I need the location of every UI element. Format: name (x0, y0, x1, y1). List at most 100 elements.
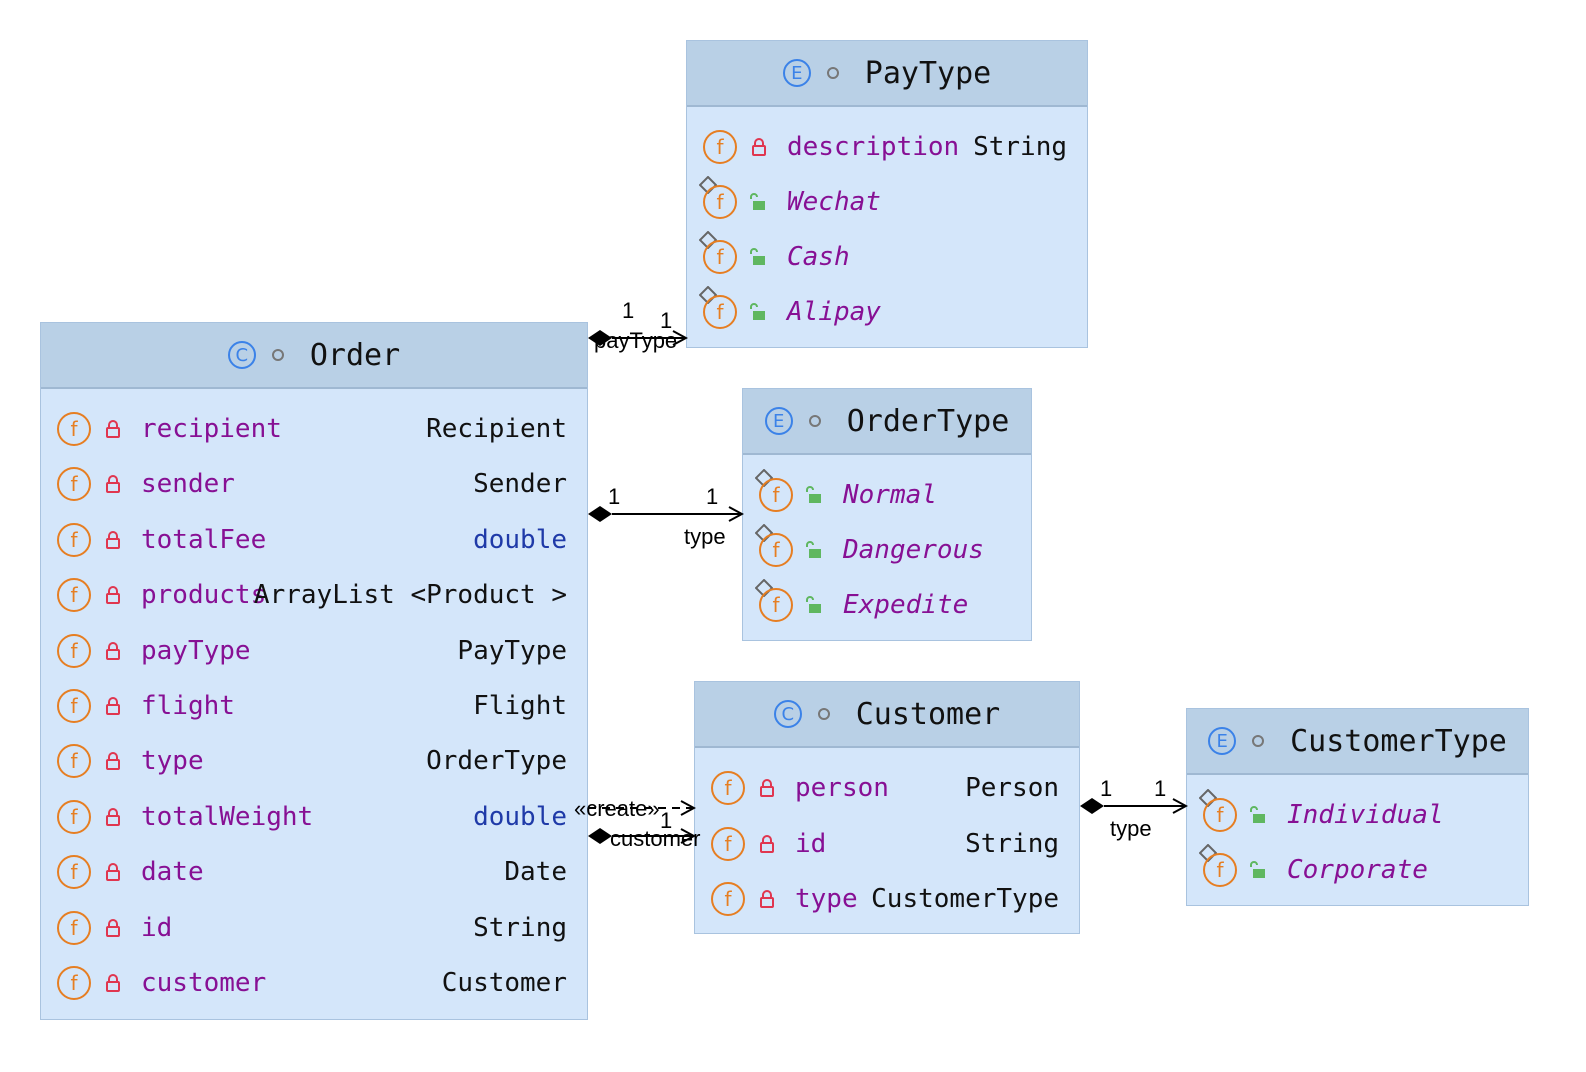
ordertype-header: E OrderType (743, 389, 1031, 455)
field-name: products (141, 580, 267, 611)
field-icon: f (57, 522, 91, 557)
private-lock-icon (106, 752, 120, 771)
field-icon: f (759, 588, 793, 622)
field-type: Recipient (426, 414, 567, 444)
paytype-constant-row[interactable]: f Alipay (687, 286, 1087, 332)
order-field-row[interactable]: f flight Flight (41, 686, 587, 726)
field-icon: f (57, 689, 91, 723)
field-icon: f (711, 882, 745, 916)
ordertype-field-row[interactable]: f Expedite (743, 579, 1031, 625)
private-lock-icon (106, 586, 120, 605)
customertype-target-multiplicity: 1 (1154, 776, 1167, 801)
enum-icon: E (782, 59, 811, 87)
field-icon: f (57, 799, 91, 834)
paytype-title: PayType (864, 55, 992, 91)
private-lock-icon (106, 530, 120, 549)
field-type: Customer (441, 968, 567, 998)
paytype-source-multiplicity: 1 (622, 298, 635, 323)
field-icon: f (703, 240, 737, 274)
ordertype-title: OrderType (846, 403, 1010, 439)
field-icon: f (703, 130, 737, 164)
field-type: Date (504, 857, 567, 888)
customer-field-row[interactable]: f type CustomerType (695, 879, 1079, 919)
field-type: CustomerType (871, 884, 1059, 914)
field-type: double (473, 801, 567, 832)
field-icon: f (711, 771, 745, 805)
paytype-role-label: payType (594, 328, 678, 353)
private-lock-icon (106, 475, 120, 494)
private-lock-icon (760, 890, 774, 908)
field-name: type (795, 884, 858, 914)
field-name: Cash (787, 242, 850, 272)
field-type: String (973, 132, 1067, 162)
field-icon: f (57, 467, 91, 502)
field-name: totalFee (141, 524, 267, 555)
field-name: Wechat (787, 187, 881, 217)
field-type: ArrayList <Product > (253, 580, 567, 611)
field-icon: f (759, 478, 793, 512)
field-icon: f (1203, 798, 1237, 832)
field-name: description (787, 132, 960, 162)
customer-role-label: customer (610, 826, 701, 851)
field-name: id (795, 828, 827, 859)
field-icon: f (57, 633, 91, 668)
customer-customertype-composition[interactable] (1080, 798, 1186, 814)
paytype-field-row[interactable]: f description String (687, 127, 1087, 167)
enum-icon: E (1208, 727, 1237, 755)
private-lock-icon (106, 697, 120, 715)
paytype-enum-box[interactable]: E PayType f description String f Wechat … (686, 40, 1088, 348)
field-name: Expedite (843, 590, 969, 620)
field-type: Flight (473, 691, 567, 721)
private-lock-icon (760, 779, 774, 797)
visibility-dot-icon (817, 708, 830, 720)
private-lock-icon (106, 807, 120, 826)
field-icon: f (57, 744, 91, 779)
private-lock-icon (106, 918, 120, 937)
private-lock-icon (106, 420, 120, 438)
field-name: Dangerous (843, 535, 984, 565)
paytype-constant-row[interactable]: f Wechat (687, 176, 1087, 222)
customertype-header: E CustomerType (1187, 709, 1528, 775)
paytype-target-multiplicity: 1 (660, 308, 673, 333)
field-name: Corporate (1287, 855, 1428, 885)
field-name: payType (141, 635, 251, 666)
visibility-dot-icon (1252, 735, 1265, 747)
class-icon: C (227, 341, 256, 369)
ordertype-role-label: type (684, 524, 726, 549)
field-name: recipient (141, 414, 282, 444)
field-type: String (965, 828, 1059, 859)
ordertype-field-row[interactable]: f Dangerous (743, 524, 1031, 570)
open-lock-icon (750, 193, 765, 210)
private-lock-icon (106, 974, 120, 992)
customer-target-multiplicity: 1 (660, 808, 673, 833)
field-icon: f (759, 533, 793, 567)
customer-header: C Customer (695, 682, 1079, 748)
paytype-constant-row[interactable]: f Cash (687, 231, 1087, 277)
field-type: Sender (473, 469, 567, 500)
order-header: C Order (41, 323, 587, 389)
field-name: flight (141, 691, 235, 721)
customer-title: Customer (855, 696, 1001, 732)
field-name: customer (141, 968, 267, 998)
open-lock-icon (1250, 806, 1265, 823)
ordertype-target-multiplicity: 1 (706, 484, 719, 509)
